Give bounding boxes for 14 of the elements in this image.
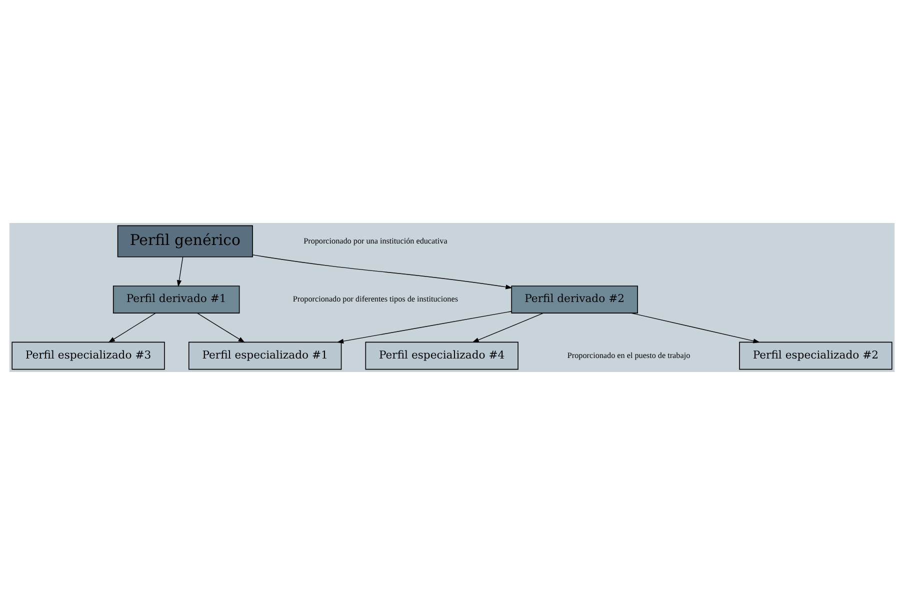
node-box: Perfil genérico [117,225,253,258]
node-box: Perfil especializado #2 [739,342,892,370]
node-box: Perfil especializado #4 [365,342,518,370]
arrow [252,254,512,290]
node-box: Perfil derivado #2 [511,286,638,314]
node-box: Perfil especializado #1 [188,342,342,370]
node-box: Perfil derivado #1 [112,286,240,314]
arrow [108,312,156,343]
arrow [336,311,512,344]
arrow [197,312,246,343]
arrow [472,312,544,343]
node-box: Perfil especializado #3 [12,342,165,370]
arrow [176,256,184,287]
arrow [631,312,760,344]
